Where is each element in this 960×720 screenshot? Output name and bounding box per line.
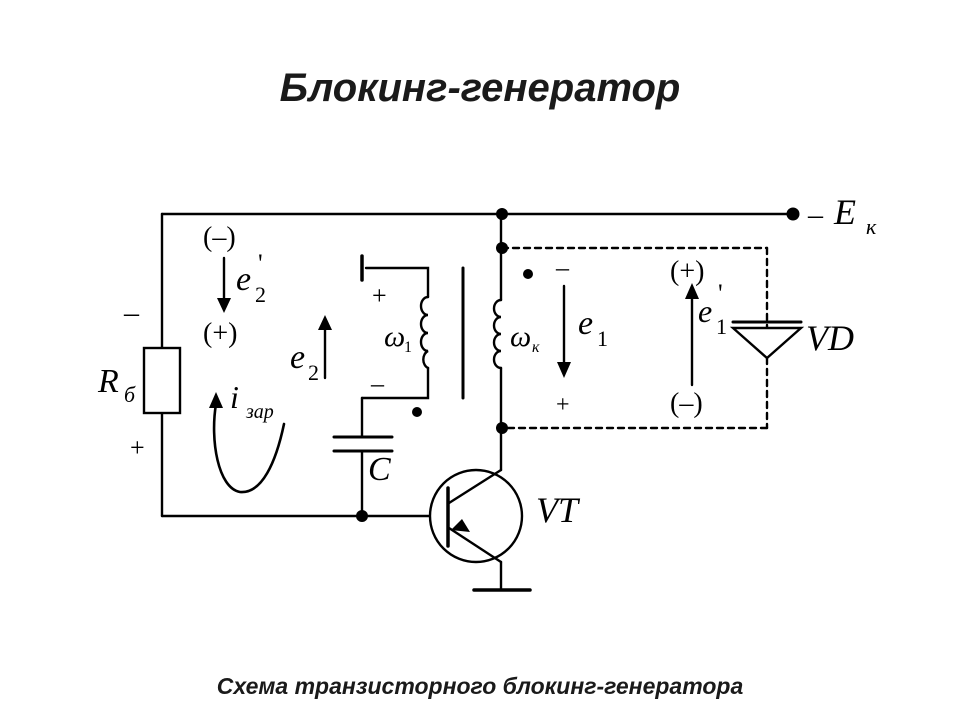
wk-polarity-dot [523,269,533,279]
w1-upper-wire [364,266,430,299]
arrow-e1-prime [685,283,699,387]
transistor-label: VT [536,490,581,530]
i-charge-label: i [230,379,239,415]
e2-prime-label: e [236,261,251,298]
capacitor-label: C [368,451,391,488]
wires [160,212,795,592]
supply-label: E [833,192,856,232]
e1-bottom-sign: + [556,392,570,418]
wk-subscript: к [532,339,540,356]
resistor-minus-sign: – [123,296,140,329]
e2-label: e [290,339,305,376]
winding-w1 [419,295,430,370]
junction-top-rail [496,208,508,220]
arrow-i-charge [209,392,286,494]
e1-prime-mark: ' [718,279,723,308]
slide-title: Блокинг-генератор [279,66,681,110]
slide-caption: Схема транзисторного блокинг-генератора [216,673,744,699]
e1-label: e [578,305,593,342]
resistor-rb [142,346,182,415]
diode-label: VD [806,318,854,358]
transistor-vt [428,468,524,564]
emitter-arrow [451,519,470,532]
arrow-e2 [318,315,332,380]
resistor-subscript: б [124,382,136,407]
wk-label: ω [510,320,531,353]
e2-subscript: 2 [308,360,319,385]
diode-vd [729,320,805,360]
capacitor-c [332,435,394,453]
w1-label: ω [384,320,405,353]
junctions [356,207,800,522]
e1-prime-bottom-sign: (–) [670,388,703,419]
w1-subscript: 1 [404,339,412,356]
e2-prime-bottom-sign: (+) [203,318,237,349]
winding-wk [492,298,503,370]
supply-sign: – [807,198,824,231]
e1-subscript: 1 [597,326,608,351]
w1-minus-sign: – [370,369,385,398]
e2-prime-mark: ' [258,249,263,278]
w1-polarity-dot [412,407,422,417]
arrow-e2-prime [217,256,231,313]
w1-lower-wire [360,366,430,400]
diode-dashed-loop [500,246,769,430]
resistor-plus-sign: + [130,433,145,462]
e2-prime-subscript: 2 [255,282,266,307]
i-charge-subscript: зар [245,401,274,423]
junction-base [356,510,368,522]
e2-prime-top-sign: (–) [203,222,236,253]
resistor-label: R [97,363,119,400]
supply-subscript: к [866,214,877,239]
e1-prime-subscript: 1 [716,314,727,339]
supply-terminal [786,207,800,221]
arrow-e1 [557,284,571,378]
e1-prime-label: e [698,293,712,329]
e1-prime-top-sign: (+) [670,256,704,287]
e1-top-sign: – [555,253,570,282]
w1-plus-sign: + [372,281,387,310]
